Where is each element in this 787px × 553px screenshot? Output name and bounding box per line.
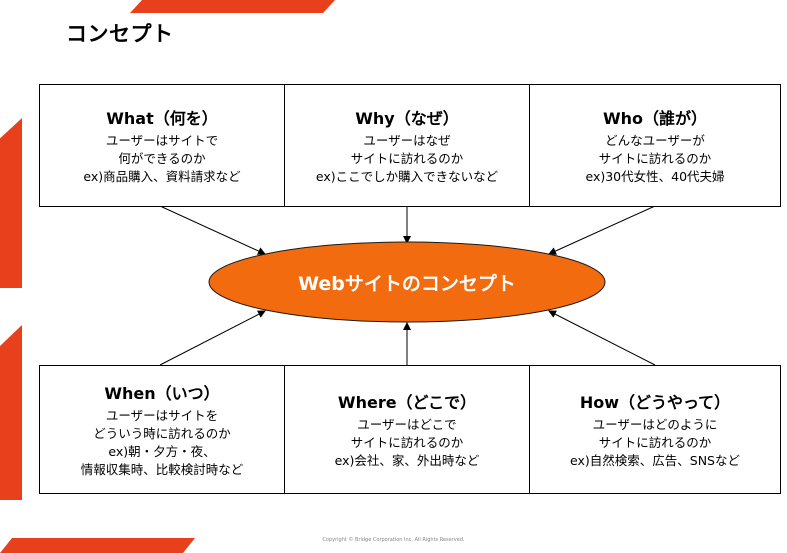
what-heading: What（何を）: [106, 109, 218, 128]
box-when: When（いつ） ユーザーはサイトを どういう時に訪れるのか ex)朝・夕方・夜…: [39, 365, 285, 494]
box-who: Who（誰が） どんなユーザーが サイトに訪れるのか ex)30代女性、40代夫…: [529, 84, 781, 207]
when-line: ex)朝・夕方・夜、: [108, 444, 216, 459]
who-line: サイトに訪れるのか: [598, 151, 712, 166]
how-line: ユーザーはどのように: [592, 417, 718, 432]
bottom-accent-bar: [0, 538, 195, 553]
when-line: 情報収集時、比較検討時など: [80, 462, 244, 477]
left-accent-bar-top: [0, 118, 22, 288]
page-title: コンセプト: [66, 22, 174, 46]
where-line: ex)会社、家、外出時など: [334, 453, 480, 468]
what-line: 何ができるのか: [118, 151, 206, 166]
where-heading: Where（どこで）: [337, 393, 477, 412]
arrow-what: [159, 205, 266, 255]
who-heading: Who（誰が）: [602, 109, 708, 128]
who-line: どんなユーザーが: [605, 133, 705, 148]
concept-label: Webサイトのコンセプト: [298, 272, 516, 295]
box-what: What（何を） ユーザーはサイトで 何ができるのか ex)商品購入、資料請求な…: [39, 84, 285, 207]
left-accent-bar-bottom: [0, 325, 22, 500]
where-line: サイトに訪れるのか: [350, 435, 464, 450]
how-heading: How（どうやって）: [579, 393, 731, 412]
box-why: Why（なぜ） ユーザーはなぜ サイトに訪れるのか ex)ここでしか購入できない…: [284, 84, 530, 207]
box-where: Where（どこで） ユーザーはどこで サイトに訪れるのか ex)会社、家、外出…: [284, 365, 530, 494]
how-line: サイトに訪れるのか: [598, 435, 712, 450]
why-line: サイトに訪れるのか: [350, 151, 464, 166]
arrow-how: [548, 310, 656, 366]
copyright-text: Copyright © Bridge Corporation Inc. All …: [322, 537, 465, 543]
when-line: ユーザーはサイトを: [105, 408, 219, 423]
top-accent-bar: [130, 0, 335, 13]
when-heading: When（いつ）: [104, 384, 220, 403]
how-line: ex)自然検索、広告、SNSなど: [570, 453, 740, 468]
why-heading: Why（なぜ）: [355, 109, 459, 128]
who-line: ex)30代女性、40代夫婦: [585, 169, 725, 184]
what-line: ex)商品購入、資料請求など: [83, 169, 241, 184]
what-line: ユーザーはサイトで: [105, 133, 219, 148]
concept-ellipse: [208, 241, 606, 323]
why-line: ex)ここでしか購入できないなど: [315, 169, 499, 184]
arrow-who: [548, 205, 656, 255]
why-line: ユーザーはなぜ: [363, 133, 451, 148]
box-how: How（どうやって） ユーザーはどのように サイトに訪れるのか ex)自然検索、…: [529, 365, 781, 494]
when-line: どういう時に訪れるのか: [93, 426, 231, 441]
arrow-when: [159, 310, 266, 366]
where-line: ユーザーはどこで: [357, 417, 457, 432]
